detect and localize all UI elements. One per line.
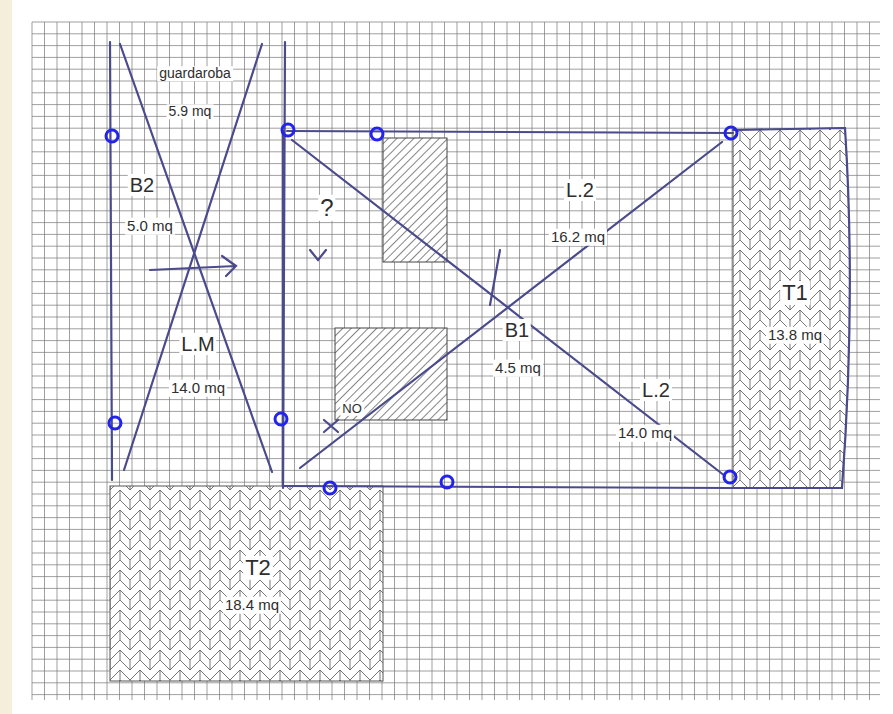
tick-mark [150,256,236,276]
marker-dot [324,482,336,494]
area-label: 14.0 mq [169,380,227,397]
grid-line [32,22,880,23]
grid-line [32,104,880,105]
grid-line [544,22,545,700]
room-code: T2 [243,556,273,580]
grid-line [657,22,658,700]
area-label: 5.9 mq [167,104,214,119]
wall-line [283,486,730,488]
arrow-mark [310,250,326,260]
marker-dot [725,127,737,139]
grid-line [57,22,58,700]
terrace-hatch [110,486,383,681]
grid-line [569,22,570,700]
area-label: 16.2 mq [549,229,607,246]
room-code: B2 [128,174,156,196]
grid-line [694,22,695,700]
room-code: L.2 [564,179,596,201]
marker-dot [724,471,736,483]
grid-line [869,22,870,700]
grid-line [719,22,720,700]
grid-line [607,22,608,700]
room-zone: T2 18.4 mq [110,486,383,681]
room-code: L.M [179,333,216,355]
grid-line [732,22,733,700]
grid-line [619,22,620,700]
marker-dot [106,130,118,142]
wall-line [287,131,733,133]
grid-line [457,22,458,700]
note-label: NO [340,402,364,416]
grid-line [594,22,595,700]
question-mark: ? [318,195,335,221]
grid-line [32,33,880,34]
tick-mark [490,250,500,305]
cross-line [124,44,262,470]
grid-line [482,22,483,700]
grid-line [32,116,880,117]
area-label: 4.5 mq [493,360,543,377]
room-code: B1 [503,319,531,341]
cross-line [300,142,722,468]
grid-line [44,22,45,700]
area-label: 18.4 mq [223,597,281,614]
grid-line [582,22,583,700]
marker-dot [371,128,383,140]
grid-line [32,694,880,695]
marker-dot [441,476,453,488]
area-label: 14.0 mq [616,425,674,442]
grid-line [32,45,880,46]
cross-mark [324,420,338,432]
marker-dot [109,417,121,429]
room-code: T1 [780,281,810,305]
room-zone: guardaroba 5.9 mq B2 5.0 mq L.M 14.0 mq [108,42,285,482]
room-zone: ? L.2 16.2 mq B1 4.5 mq L.2 14.0 mq [283,130,733,488]
room-code: L.2 [640,379,672,401]
grid-line [669,22,670,700]
grid-line [32,22,33,700]
wall-line [282,131,284,488]
stair-hatch [383,138,447,262]
cross-line [292,140,725,476]
grid-line [644,22,645,700]
cross-line [120,44,272,472]
marker-dots [106,124,737,494]
grid-line [632,22,633,700]
grid-line [82,22,83,700]
grid-line [32,682,880,683]
grid-line [469,22,470,700]
room-name: guardaroba [157,66,233,81]
grid-line [557,22,558,700]
graph-grid [32,22,880,700]
grid-line [857,22,858,700]
grid-line [94,22,95,700]
terrace-hatch [733,128,850,488]
stair-hatch [335,328,447,420]
pen-lines [110,42,850,488]
marker-dot [282,124,294,136]
grid-line [682,22,683,700]
grid-line [32,57,880,58]
room-zone: T1 13.8 mq [733,130,850,488]
area-label: 5.0 mq [125,218,175,235]
wall-line [110,42,112,480]
grid-line [32,92,880,93]
area-label: 13.8 mq [766,327,824,344]
grid-line [69,22,70,700]
paper [12,0,893,714]
grid-line [707,22,708,700]
marker-dot [275,413,287,425]
wall-line [730,128,850,488]
grid-line [107,22,108,700]
